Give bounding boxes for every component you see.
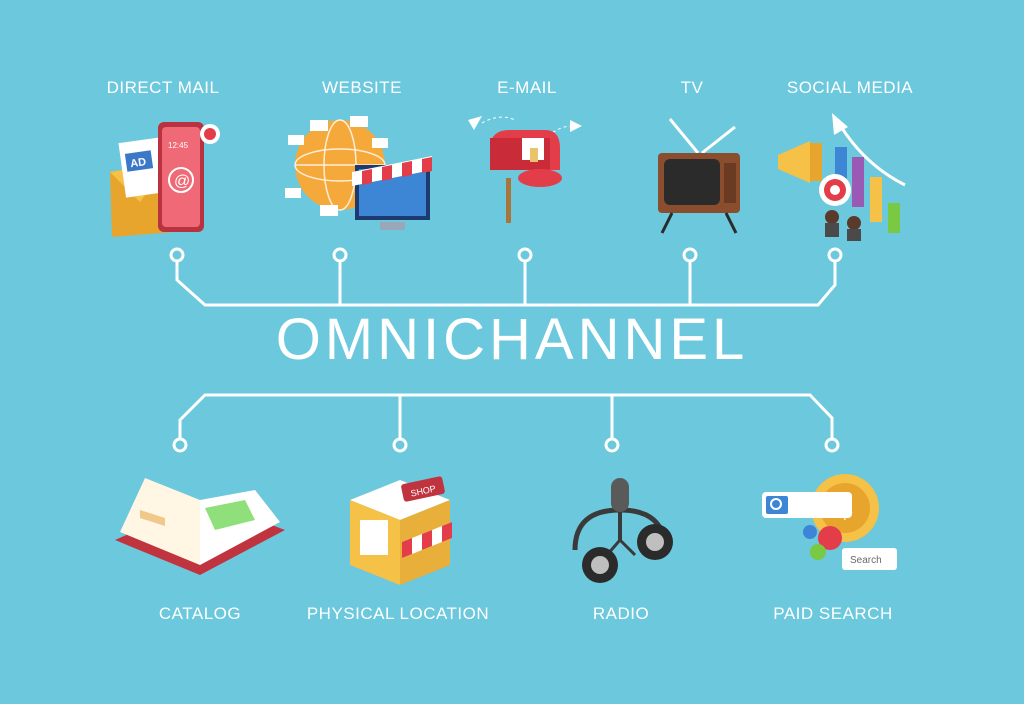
tv-icon — [658, 118, 740, 234]
label-social-media: SOCIAL MEDIA — [786, 78, 914, 97]
node-website — [332, 247, 348, 263]
connector-direct-mail — [175, 255, 837, 307]
node-tv — [682, 247, 698, 263]
label-direct-mail: DIRECT MAIL — [106, 78, 220, 97]
node-catalog — [172, 437, 188, 453]
node-physical-location — [392, 437, 408, 453]
email-icon — [468, 116, 582, 223]
label-tv: TV — [680, 78, 704, 97]
label-website: WEBSITE — [321, 78, 403, 97]
radio-icon — [572, 478, 673, 583]
website-icon — [285, 116, 432, 230]
at-sign-text: @ — [174, 173, 190, 190]
label-email: E-MAIL — [497, 78, 557, 97]
central-title: OMNICHANNEL — [275, 307, 749, 372]
node-paid-search — [824, 437, 840, 453]
connector-bottom-bar — [178, 393, 834, 445]
node-radio — [604, 437, 620, 453]
label-catalog: CATALOG — [158, 604, 242, 623]
node-social-media — [827, 247, 843, 263]
search-box-text: Search — [850, 555, 882, 566]
paid-search-icon: $ Search — [762, 474, 897, 570]
label-paid-search: PAID SEARCH — [773, 604, 893, 623]
physical-location-icon: SHOP — [350, 476, 452, 585]
ad-card-text: AD — [130, 156, 147, 170]
direct-mail-icon: AD 12:45 @ — [110, 122, 220, 237]
social-media-icon — [778, 113, 906, 241]
node-email — [517, 247, 533, 263]
label-radio: RADIO — [592, 604, 650, 623]
label-physical-location: PHYSICAL LOCATION — [306, 604, 490, 623]
node-direct-mail — [169, 247, 185, 263]
phone-time-text: 12:45 — [168, 141, 189, 150]
catalog-icon — [115, 478, 285, 575]
